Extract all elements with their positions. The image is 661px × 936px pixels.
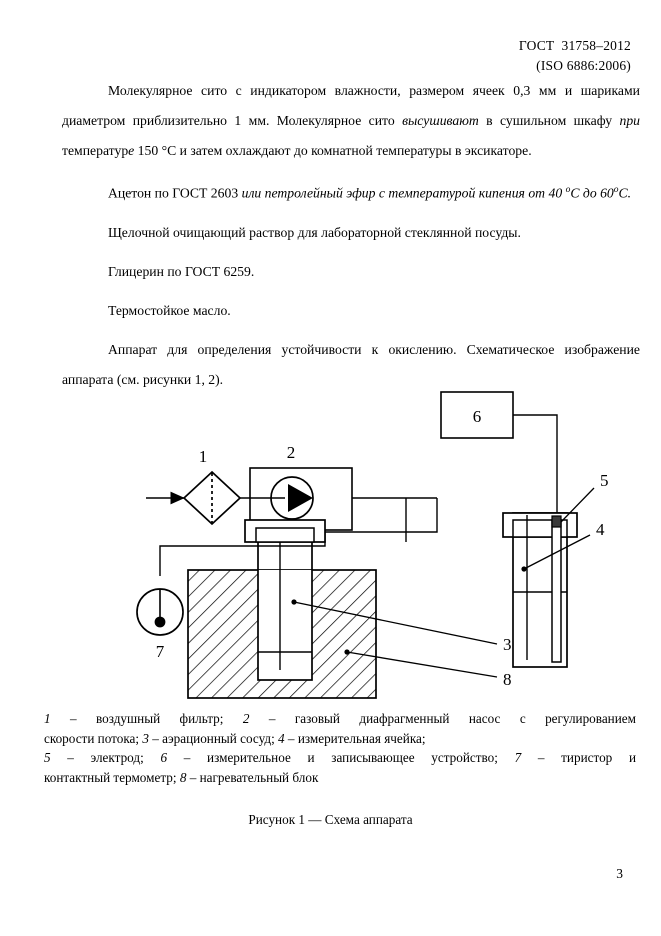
p1-italic-drying: высушивают [402, 113, 479, 128]
figure-legend: 1 – воздушный фильтр; 2 – газовый диафра… [44, 709, 636, 787]
legend-text-6: – измерительное и записывающее устройств… [167, 750, 515, 765]
figure-label-6: 6 [473, 407, 482, 426]
p2-italic-a: или петролейный эфир с температурой кипе… [241, 185, 566, 201]
legend-num-6: 6 [160, 750, 168, 765]
legend-num-8: 8 [179, 769, 187, 785]
legend-line-2: скорости потока; 3 – аэрационный сосуд; … [44, 729, 636, 749]
legend-num-1: 1 [44, 711, 51, 726]
p2-italic-c: С. [618, 185, 632, 201]
p1-italic-e: е [128, 143, 135, 158]
recorder-electrode-wire [513, 414, 558, 522]
p1-seg-a: Молекулярное сито с индикатором влажност… [62, 83, 640, 128]
legend-text-2: – газовый диафрагменный насос с регулиро… [249, 711, 636, 726]
legend-text-7b: контактный термометр; [44, 769, 180, 785]
p1-seg-c: температур [62, 143, 129, 158]
air-filter-symbol: 1 [182, 447, 242, 526]
p1-italic-at: при [619, 113, 640, 128]
degree-superscript-2: о [613, 185, 619, 195]
document-body: Молекулярное сито с индикатором влажност… [62, 76, 640, 404]
legend-text-3: – аэрационный сосуд; [148, 730, 279, 746]
legend-text-2b: скорости потока; [44, 730, 143, 746]
measuring-cell [502, 512, 578, 668]
legend-num-4: 4 [278, 730, 285, 746]
page-header: ГОСТ 31758–2012 (ISO 6886:2006) [519, 36, 631, 76]
figure-label-1: 1 [199, 447, 208, 466]
paragraph-cleaning-solution: Щелочной очищающий раствор для лаборатор… [108, 224, 521, 240]
legend-text-1: – воздушный фильтр; [50, 711, 243, 726]
legend-text-5: – электрод; [50, 750, 161, 765]
legend-line-4: контактный термометр; 8 – нагревательный… [44, 768, 636, 788]
legend-line-3: 5 – электрод; 6 – измерительное и записы… [44, 748, 636, 768]
legend-text-8: – нагревательный блок [186, 769, 319, 785]
p2-italic-b: С до 60 [570, 185, 614, 201]
paragraph-heat-resistant-oil: Термостойкое масло. [108, 302, 231, 318]
figure-label-2: 2 [287, 443, 296, 462]
paragraph-apparatus: Аппарат для определения устойчивости к о… [62, 341, 640, 387]
legend-num-2: 2 [242, 711, 250, 726]
recorder-device-box: 6 [440, 391, 514, 439]
figure-label-7: 7 [156, 642, 165, 661]
p2-seg-a: Ацетон по ГОСТ 2603 [108, 185, 242, 201]
figure-label-3: 3 [503, 635, 512, 654]
legend-line-1: 1 – воздушный фильтр; 2 – газовый диафра… [44, 709, 636, 729]
electrode [551, 515, 562, 663]
p1-seg-d: 150 °C и затем охлаждают до комнатной те… [134, 143, 532, 158]
figure-label-8: 8 [503, 670, 512, 689]
legend-num-5: 5 [44, 750, 51, 765]
legend-text-4: – измерительная ячейка; [284, 730, 426, 746]
figure-callouts: 5 4 3 8 [291, 471, 609, 689]
paragraph-glycerin: Глицерин по ГОСТ 6259. [108, 263, 255, 279]
standard-number: ГОСТ 31758–2012 [518, 38, 631, 53]
figure-apparatus-schematic: 6 1 2 [0, 380, 661, 700]
pump-symbol: 2 [249, 443, 353, 531]
paragraph-molecular-sieve: Молекулярное сито с индикатором влажност… [62, 76, 640, 166]
degree-superscript-1: о [565, 185, 571, 195]
page-number: 3 [616, 866, 623, 881]
figure-caption: Рисунок 1 — Схема аппарата [248, 812, 413, 827]
legend-num-7: 7 [514, 750, 522, 765]
heating-block [187, 569, 377, 699]
pump-outlet-piping [325, 497, 438, 542]
legend-num-3: 3 [142, 730, 149, 746]
iso-number: (ISO 6886:2006) [536, 58, 631, 73]
legend-text-7: – тиристор и [521, 750, 636, 765]
aeration-vessel [244, 519, 326, 681]
paragraph-acetone: Ацетон по ГОСТ 2603 или петролейный эфир… [62, 175, 640, 209]
figure-label-4: 4 [596, 520, 605, 539]
figure-label-5: 5 [600, 471, 609, 490]
p1-seg-b: в сушильном шкафу [478, 113, 620, 128]
